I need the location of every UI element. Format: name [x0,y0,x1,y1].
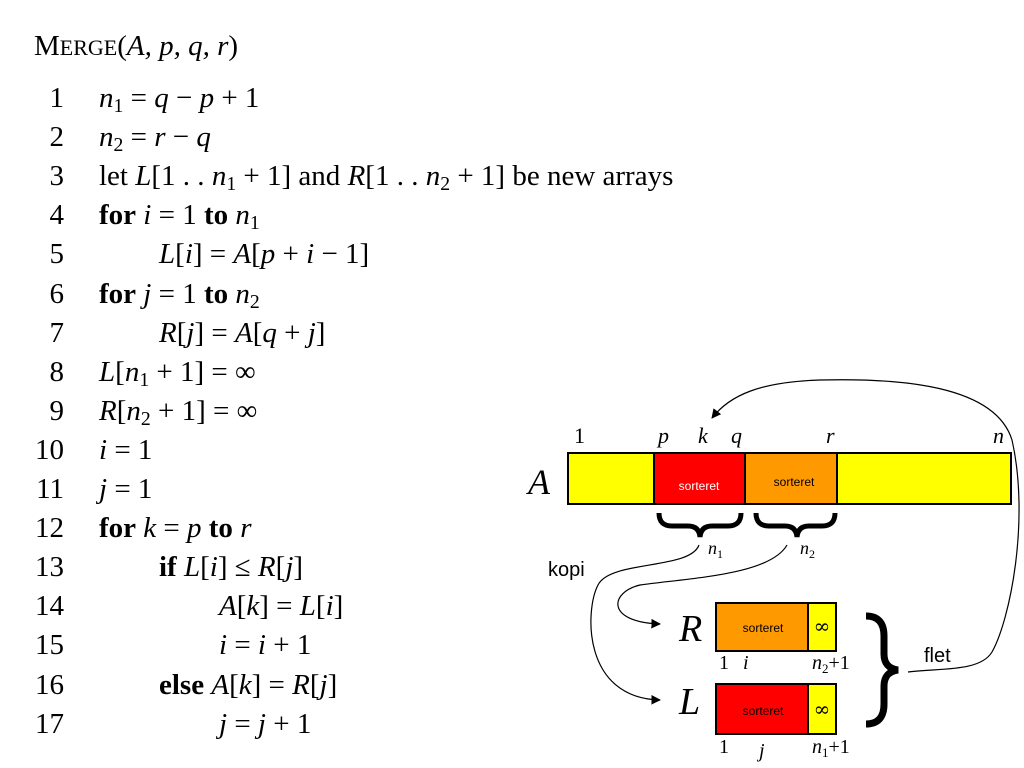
code-line-text: R[j] = A[q + j] [159,316,326,349]
merge-brace [865,612,899,728]
array-l-index-pointer: j [756,740,765,762]
index-label-1: 1 [574,423,585,448]
array-r-index-pointer: i [743,652,749,674]
line-number: 14 [35,590,64,623]
array-l-name: L [678,681,700,723]
line-number: 8 [49,355,65,388]
procedure-name-rest: ERGE [59,35,118,60]
code-line-text: for i = 1 to n1 [99,199,260,235]
procedure-title: MERGE(A, p, q, r) [34,30,238,63]
code-line-text: n1 = q − p + 1 [99,82,260,117]
merge-label: flet [924,645,951,667]
brace-left-label: n1 [708,538,723,561]
index-label-p: p [656,423,669,448]
index-label-k: k [698,423,709,448]
code-line-text: for k = p to r [99,512,252,545]
copy-label: kopi [548,559,585,581]
line-number: 9 [49,394,65,427]
line-number: 6 [49,277,65,310]
line-number: 17 [35,707,64,740]
code-line-text: R[n2 + 1] = ∞ [99,394,258,430]
array-r-sentinel-label: ∞ [814,614,831,638]
line-number: 13 [35,551,64,584]
procedure-params: A, p, q, r [126,30,229,62]
brace-left [656,512,744,538]
code-line-text: A[k] = L[i] [219,590,344,623]
array-a-outside-left [567,452,655,505]
line-number: 12 [35,512,64,545]
copy-arrow-to-r [617,544,788,629]
line-number: 7 [49,316,65,349]
procedure-params-open: ( [117,30,127,62]
code-line-text: for j = 1 to n2 [99,277,260,313]
line-number: 16 [35,668,64,701]
array-l-index-start: 1 [719,736,729,758]
array-a-right-sorted-label: sorteret [774,475,815,489]
line-number: 10 [35,433,64,466]
array-l-sorted [715,683,809,735]
line-number: 1 [49,82,65,114]
array-l-sentinel [807,683,837,735]
line-number: 5 [49,238,65,271]
line-number: 4 [49,199,65,232]
code-line-text: let L[1 . . n1 + 1] and R[1 . . n2 + 1] … [99,160,674,196]
procedure-params-close: ) [228,30,239,62]
code-line-text: j = 1 [99,473,153,505]
procedure-name-first: M [34,30,60,62]
array-a-left-sorted-label: sorteret [679,479,720,493]
line-number: 2 [49,121,65,154]
code-line-text: i = i + 1 [219,629,312,662]
array-l-sorted-label: sorteret [743,704,784,718]
array-r-index-end: n2+1 [812,652,850,676]
array-a-outside-right [836,452,1012,505]
copy-arrow-to-l [590,544,700,705]
code-line-text: if L[i] ≤ R[j] [159,551,304,584]
array-a-right-sorted [744,452,838,505]
index-label-r: r [826,423,835,448]
code-line-text: i = 1 [99,433,153,466]
array-r-sentinel [807,602,837,652]
code-line-text: L[i] = A[p + i − 1] [159,238,370,271]
array-r-sorted-label: sorteret [743,621,784,635]
array-l-index-end: n1+1 [812,736,850,760]
array-r-name: R [678,608,702,650]
line-number: 11 [36,473,64,505]
brace-right [753,512,838,538]
code-line-text: j = j + 1 [219,707,312,740]
code-line-text: else A[k] = R[j] [159,668,338,701]
array-a-name: A [526,462,551,502]
line-number: 3 [49,160,65,193]
code-line-text: n2 = r − q [99,121,211,157]
array-r-index-start: 1 [719,652,729,674]
index-label-q: q [731,423,742,448]
index-label-n: n [993,423,1004,448]
merge-arrow [711,379,1020,673]
brace-right-label: n2 [800,538,815,561]
code-line-text: L[n1 + 1] = ∞ [99,355,256,391]
array-l-sentinel-label: ∞ [814,697,831,721]
line-number: 15 [35,629,64,662]
